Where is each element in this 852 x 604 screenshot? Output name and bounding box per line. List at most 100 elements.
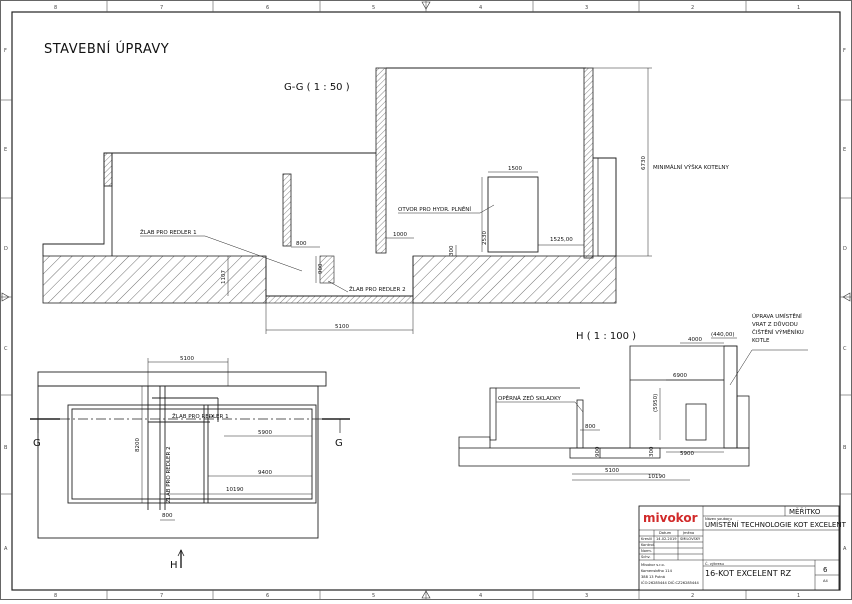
label-otvor: OTVOR PRO HYDR. PLNĚNÍ	[398, 205, 471, 213]
h-dim-6900: 6900	[673, 373, 687, 379]
grid-col-label: 6	[266, 593, 269, 599]
logo-box	[641, 509, 699, 526]
sheet-number: 6	[823, 566, 828, 574]
h-label-uprava-line3: ČIŠTĚNÍ VÝMĚNÍKU	[752, 328, 804, 336]
row-label: Kreslil	[641, 537, 652, 541]
wall-right	[583, 67, 594, 259]
project-label: Název souboru	[705, 517, 732, 521]
grid-col-label: 1	[797, 5, 800, 11]
grid-labels: 8 7 6 5 4 3 2 1 8 7 6 5 4 3 2 1 F E D C …	[4, 5, 847, 599]
grid-col-label: 5	[372, 5, 375, 11]
plan-dim-5900: 5900	[258, 430, 272, 436]
h-dim-900: 900	[595, 446, 601, 457]
grid-row-label: F	[843, 48, 846, 54]
floor-slab-right	[412, 255, 617, 304]
trench-divider	[319, 255, 335, 284]
plan-dim-9400: 9400	[258, 470, 272, 476]
dim-2530: 2530	[482, 231, 488, 245]
plan-dim-10190: 10190	[226, 487, 244, 493]
grid-row-label: C	[843, 346, 847, 352]
plan-label-zlab-1: ŽLAB PRO REDLER 1	[172, 412, 229, 420]
row-date: 14.02.2019	[656, 537, 677, 541]
grid-col-label: 5	[372, 593, 375, 599]
row-name: SMILOVSKY	[680, 537, 701, 541]
trench-bottom	[265, 295, 414, 304]
grid-row-label: D	[843, 246, 847, 252]
row-label: Schv.	[641, 555, 651, 559]
grid-col-label: 3	[585, 5, 588, 11]
company-line: IČO:26285444 DIČ:CZ26285444	[641, 580, 700, 585]
plan-label-zlab-2: ŽLAB PRO REDLER 2	[164, 446, 172, 503]
grid-col-label: 7	[160, 593, 163, 599]
grid-row-label: A	[843, 546, 847, 552]
dim-1500: 1500	[508, 166, 522, 172]
title-block: mivokor MĚŘÍTKO Název souboru UMÍSTĚNÍ T…	[638, 505, 847, 591]
grid-col-label: 8	[54, 593, 57, 599]
section-h: H ( 1 : 100 )	[458, 312, 808, 481]
h-dim-5950: (5950)	[653, 394, 659, 412]
h-dim-800: 800	[585, 424, 596, 430]
company-line: 388 13 Putná	[641, 575, 665, 579]
grid-row-label: F	[4, 48, 7, 54]
section-gg-label: G-G ( 1 : 50 )	[284, 82, 350, 93]
grid-col-label: 8	[54, 5, 57, 11]
section-gg: G-G ( 1 : 50 )	[42, 67, 729, 334]
h-dim-4000: 4000	[688, 337, 702, 343]
label-min-vyska: MINIMÁLNÍ VÝŠKA KOTELNY	[653, 164, 729, 171]
cut-label-g-right: G	[335, 438, 343, 449]
company-line: Mivokor s.r.o.	[641, 563, 665, 567]
grid-col-label: 2	[691, 593, 694, 599]
dim-800: 800	[296, 241, 307, 247]
sheet-title: STAVEBNÍ ÚPRAVY	[44, 41, 169, 57]
dim-1000: 1000	[393, 232, 407, 238]
drawing-number: 16-KOT EXCELENT RZ	[705, 569, 792, 578]
plan-dim-5100: 5100	[180, 356, 194, 362]
dim-1107: 1107	[221, 270, 227, 284]
meritko-label: MĚŘÍTKO	[789, 507, 821, 516]
section-h-label: H ( 1 : 100 )	[576, 331, 636, 342]
sheet-format: A4	[823, 579, 828, 583]
plan-view: G G H 5100 5900 8200 9400 10190 800 1 ŽL…	[30, 356, 350, 571]
hdr-datum: Datum	[659, 531, 672, 535]
h-label-oporna: OPĚRNÁ ZEĎ SKLADKY	[498, 394, 561, 402]
grid-row-label: D	[4, 246, 8, 252]
plan-dim-800: 800	[162, 513, 173, 519]
dim-1525: 1525,00	[550, 237, 573, 243]
company-line: Komenského 114	[641, 569, 673, 573]
dim-5100: 5100	[335, 324, 349, 330]
grid-row-label: E	[4, 147, 7, 153]
grid-col-label: 7	[160, 5, 163, 11]
h-label-uprava-line1: ÚPRAVA UMÍSTĚNÍ	[752, 312, 802, 320]
grid-col-label: 1	[797, 593, 800, 599]
h-label-uprava-line4: KOTLE	[752, 338, 770, 344]
grid-col-label: 4	[479, 593, 482, 599]
h-dim-300: 300	[649, 446, 655, 457]
row-label: Kontrol.	[641, 543, 655, 547]
grid-row-label: B	[843, 445, 847, 451]
grid-row-label: A	[4, 546, 8, 552]
grid-row-label: B	[4, 445, 8, 451]
label-zlab-redler-1: ŽLAB PRO REDLER 1	[140, 228, 197, 236]
grid-col-label: 3	[585, 593, 588, 599]
grid-col-label: 2	[691, 5, 694, 11]
dim-6730: 6730	[641, 156, 647, 170]
row-label: Norm.	[641, 549, 652, 553]
h-dim-10190: 10190	[648, 474, 666, 480]
grid-col-label: 4	[479, 5, 482, 11]
grid-col-label: 6	[266, 5, 269, 11]
equipment-block	[487, 176, 539, 253]
hdr-jmeno: Jméno	[682, 531, 694, 535]
dim-900: 900	[318, 263, 324, 274]
wall-center	[375, 67, 387, 254]
drawing-label: Č. výkresu	[705, 561, 724, 566]
wall-partition	[282, 173, 292, 247]
grid-row-label: C	[4, 346, 8, 352]
cut-label-g-left: G	[33, 438, 41, 449]
grid-row-label: E	[843, 147, 846, 153]
h-dim-5900: 5900	[680, 451, 694, 457]
plan-dim-1: 1	[209, 415, 215, 419]
label-zlab-redler-2: ŽLAB PRO REDLER 2	[349, 285, 406, 293]
plan-dim-8200: 8200	[135, 438, 141, 452]
